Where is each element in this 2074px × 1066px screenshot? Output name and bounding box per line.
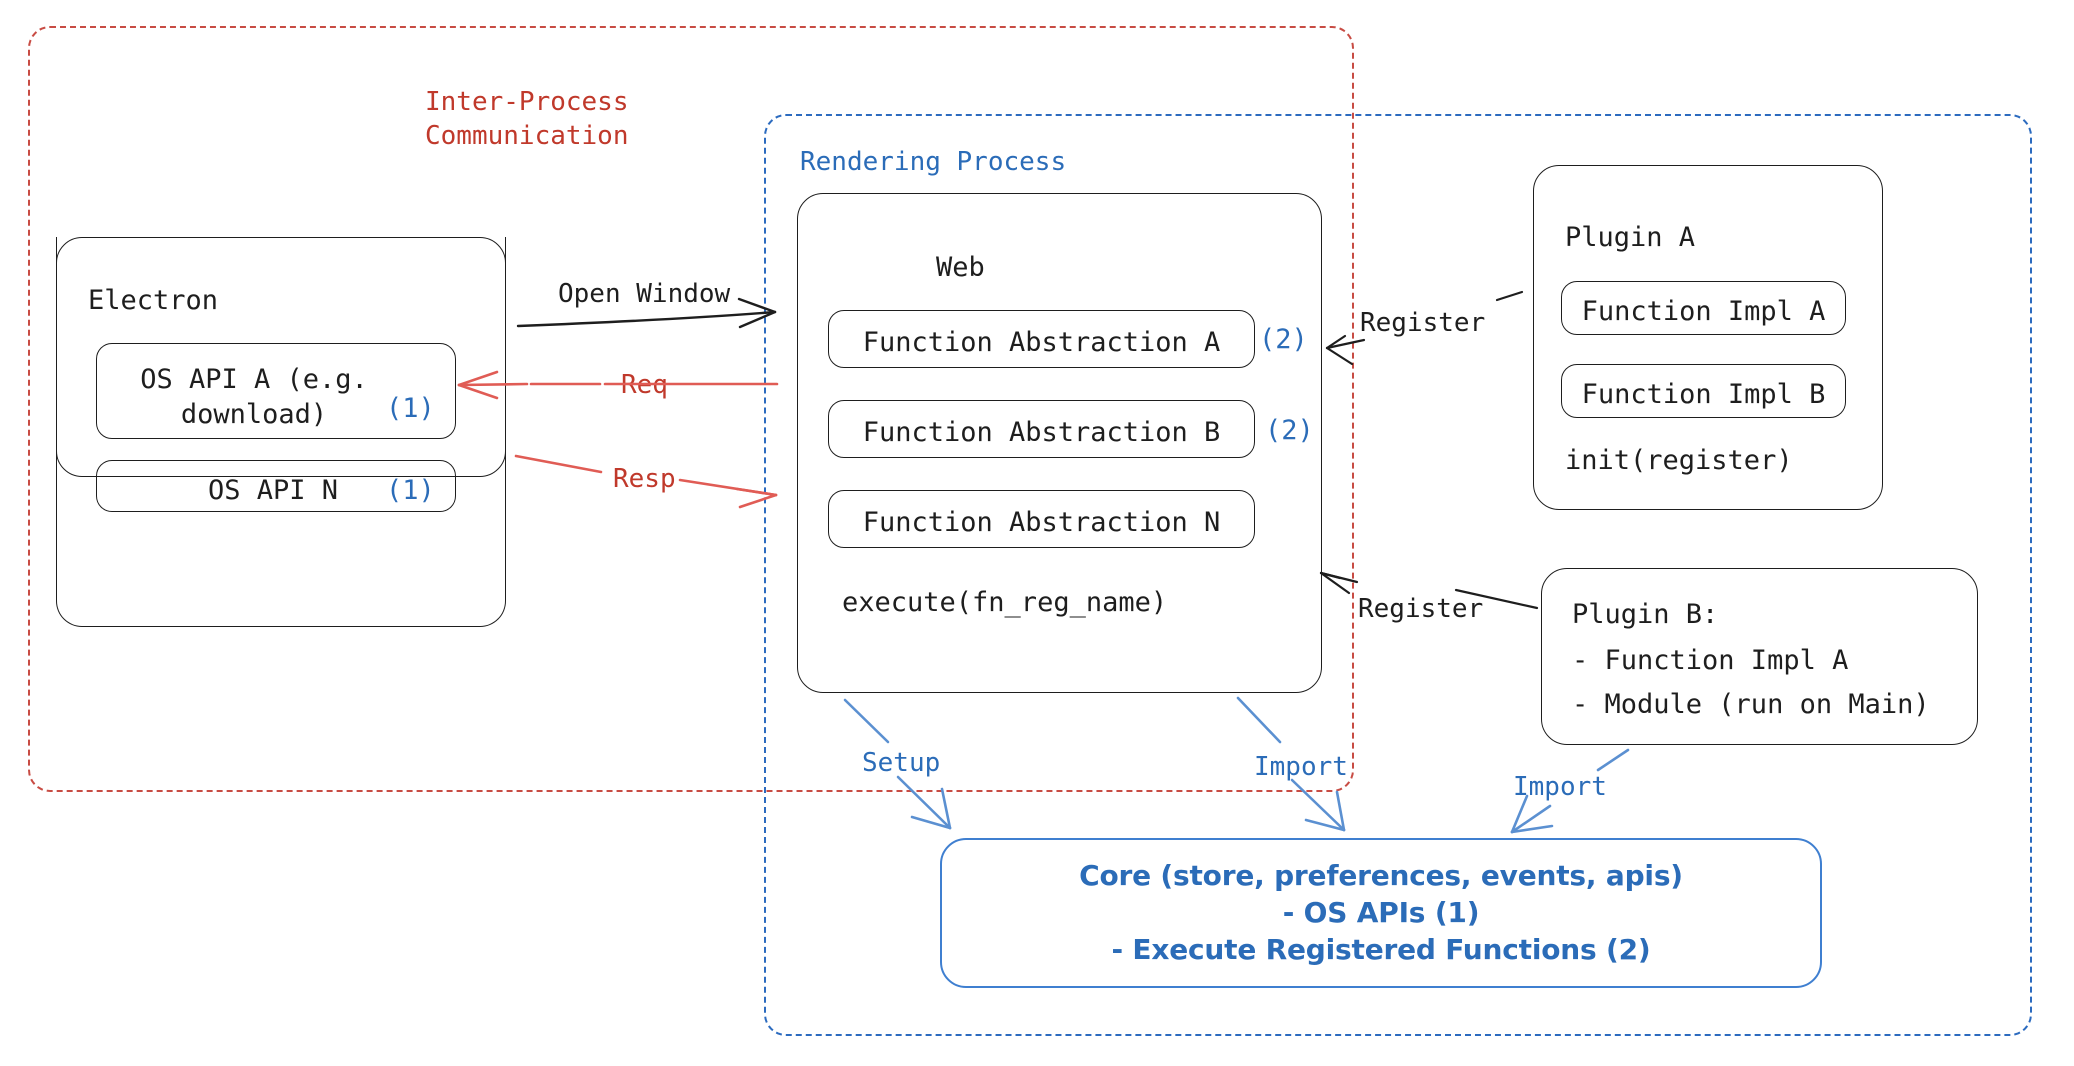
function-abstraction-b-box[interactable] (828, 400, 1255, 458)
plugin-a-title: Plugin A (1565, 222, 1696, 253)
function-impl-b-box[interactable] (1561, 364, 1846, 418)
edge-label-import-web: Import (1254, 752, 1348, 782)
plugin-a-init-footer: init(register) (1565, 445, 1793, 476)
edge-label-import-plugin-b: Import (1513, 772, 1607, 802)
electron-box-lower (56, 237, 506, 627)
function-abstraction-n-box[interactable] (828, 490, 1255, 548)
ipc-label: Inter-Process Communication (425, 87, 629, 151)
core-text: Core (store, preferences, events, apis) … (1079, 859, 1683, 966)
web-title: Web (936, 252, 985, 283)
function-abstraction-a-marker: (2) (1259, 324, 1308, 355)
function-abstraction-n-label: Function Abstraction N (862, 507, 1221, 538)
function-impl-a-box[interactable] (1561, 281, 1846, 335)
function-abstraction-a-box[interactable] (828, 310, 1255, 368)
function-abstraction-a-label: Function Abstraction A (862, 327, 1221, 358)
edge-label-open-window: Open Window (558, 279, 731, 309)
os-api-a-box[interactable] (96, 343, 456, 439)
function-abstraction-b-marker: (2) (1265, 415, 1314, 446)
os-api-a-marker: (1) (386, 393, 435, 424)
os-api-a-label: OS API A (e.g. download) (140, 364, 368, 431)
os-api-n-marker: (1) (386, 475, 435, 506)
function-impl-b-label: Function Impl B (1581, 379, 1826, 410)
plugin-a-box[interactable] (1533, 165, 1883, 510)
function-abstraction-b-label: Function Abstraction B (862, 417, 1221, 448)
edge-label-register-b: Register (1358, 594, 1484, 624)
web-execute-footer: execute(fn_reg_name) (842, 587, 1168, 618)
plugin-b-title: Plugin B: (1572, 599, 1719, 630)
plugin-b-line-2: - Module (run on Main) (1572, 689, 1930, 720)
core-box[interactable] (940, 838, 1822, 988)
edge-label-resp: Resp (613, 464, 676, 494)
plugin-b-line-1: - Function Impl A (1572, 645, 1849, 676)
os-api-n-box[interactable] (96, 460, 456, 512)
edge-label-req: Req (621, 370, 668, 400)
container-rendering-process (764, 114, 2032, 1036)
function-impl-a-label: Function Impl A (1581, 296, 1826, 327)
os-api-n-label: OS API N (208, 475, 339, 506)
rendering-process-label: Rendering Process (800, 147, 1067, 177)
electron-title: Electron (88, 285, 219, 316)
edge-label-register-a: Register (1360, 308, 1486, 338)
plugin-b-box[interactable] (1541, 568, 1978, 745)
web-box[interactable] (797, 193, 1322, 693)
container-inter-process-communication (28, 26, 1354, 792)
edge-label-setup: Setup (862, 748, 941, 778)
